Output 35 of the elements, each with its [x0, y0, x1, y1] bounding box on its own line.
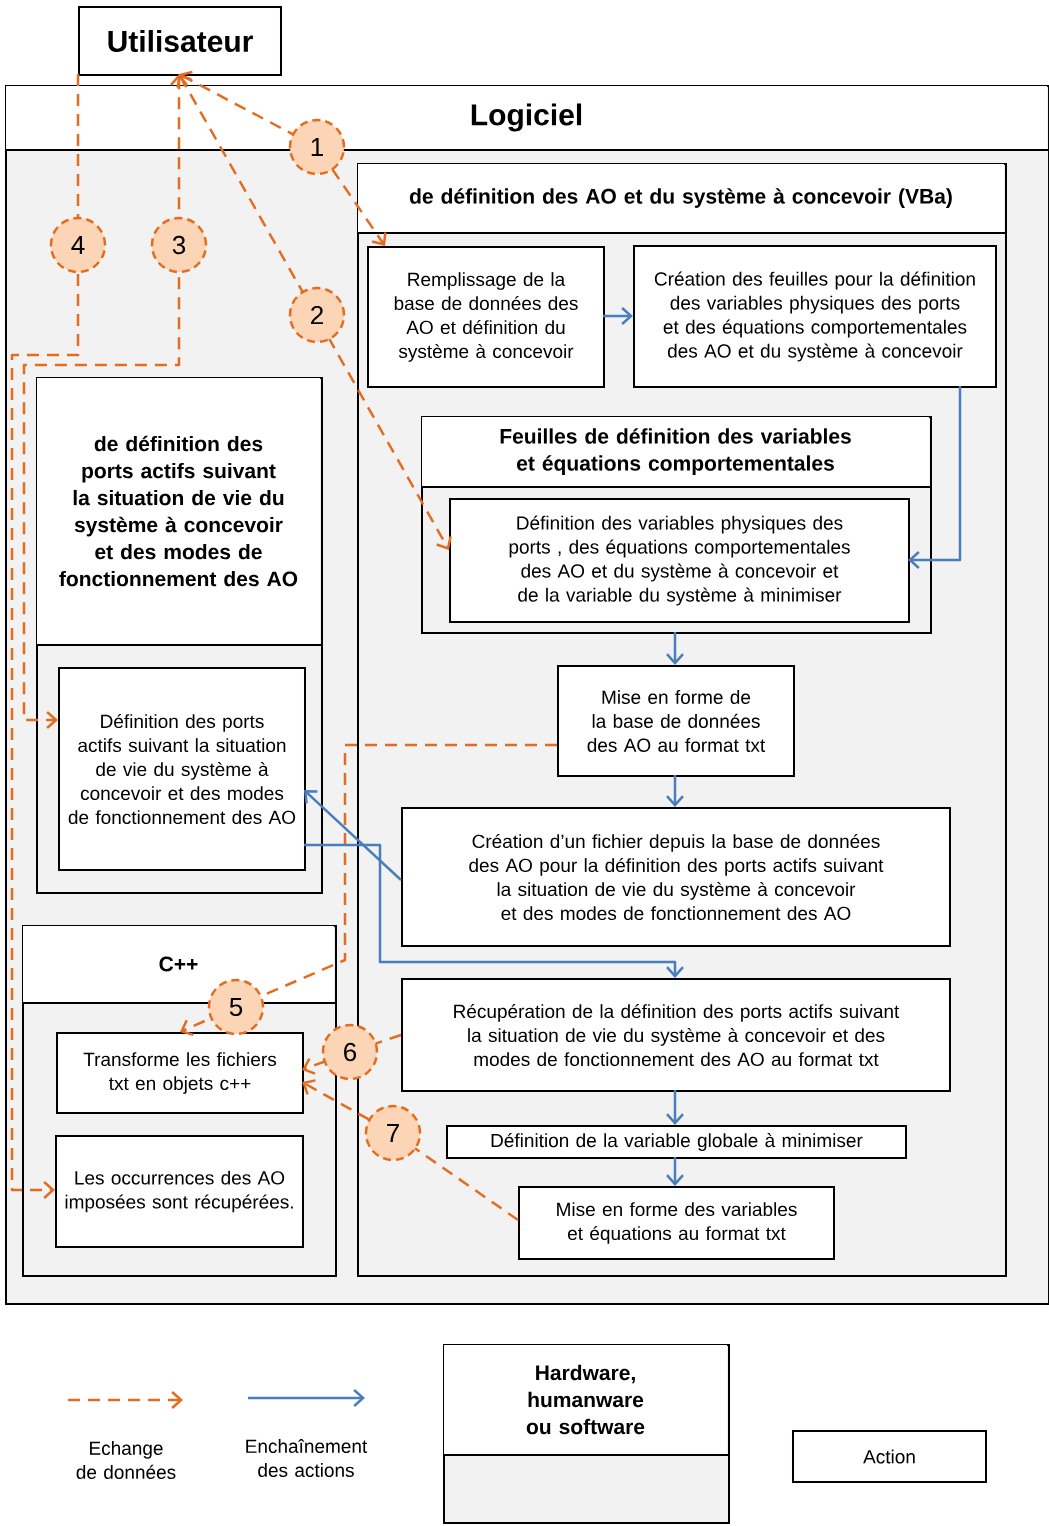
arrow: [304, 843, 684, 978]
process-box: Mise en forme des variables et équations au format txt: [518, 1186, 835, 1260]
legend-text: Echange de données: [76, 1441, 176, 1479]
process-box: Définition de la variable globale à minimiser: [446, 1125, 907, 1159]
process-box: Récupération de la définition des ports actifs suivant la situation de vie du système à concevoir et des modes de fonctionnement des AO au format txt: [401, 978, 951, 1092]
process-box: Définition des ports actifs suivant la situation de vie du système à concevoir et des modes de fonctionnement des AO: [58, 667, 306, 871]
arrow: [176, 74, 452, 550]
arrow: [908, 386, 962, 569]
edge-label: 3: [150, 216, 208, 274]
process-box: Utilisateur: [78, 6, 282, 76]
edge-label: 4: [49, 216, 107, 274]
arrow: [666, 1157, 684, 1186]
edge-label: 6: [321, 1023, 379, 1081]
arrow: [22, 74, 188, 729]
process-box: Création d’un fichier depuis la base de données des AO pour la définition des ports actifs suivant la situation de vie du système à concevoir et des modes de fonctionnement des AO: [401, 807, 951, 947]
process-box: Remplissage de la base de données des AO et définition du système à concevoir: [367, 246, 605, 388]
container-box: Hardware, humanware ou software: [442, 1344, 730, 1524]
process-box: Création des feuilles pour la définition des variables physiques des ports et des équations comportementales des AO et du système à concevoir: [633, 245, 997, 388]
process-box: Action: [792, 1430, 987, 1483]
arrow: [180, 743, 557, 1037]
arrow: [603, 307, 633, 325]
process-box: Définition des variables physiques des ports , des équations comportementales des AO et du système à concevoir et de la variable du système à minimiser: [449, 498, 910, 623]
process-box: Mise en forme de la base de données des AO au format txt: [557, 665, 795, 777]
arrow: [304, 790, 402, 881]
legend-text: Enchaînement des actions: [246, 1439, 368, 1477]
arrow: [10, 74, 80, 1199]
arrow: [666, 632, 684, 665]
arrow: [666, 775, 684, 807]
edge-label: 7: [364, 1104, 422, 1162]
process-box: Transforme les fichiers txt en objets c++: [56, 1032, 304, 1114]
process-box: Les occurrences des AO imposées sont récupérées.: [55, 1135, 304, 1248]
arrow: [666, 1090, 684, 1125]
edge-label: 5: [207, 978, 265, 1036]
edge-label: 2: [288, 286, 346, 344]
edge-label: 1: [288, 118, 346, 176]
